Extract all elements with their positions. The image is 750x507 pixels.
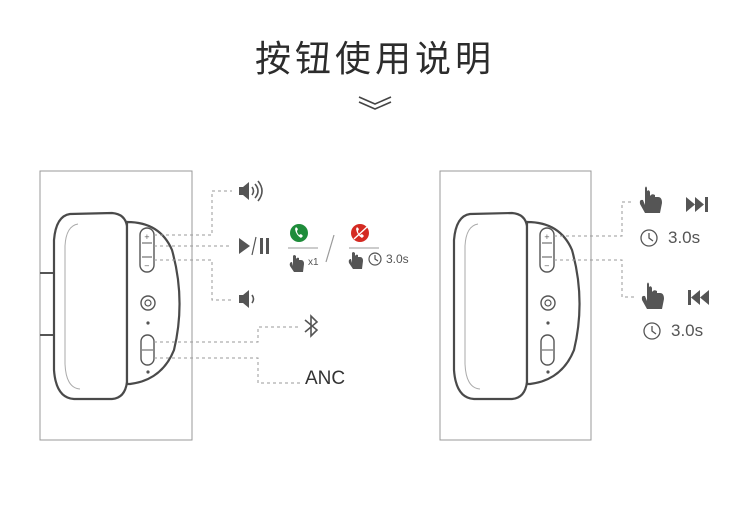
page-title: 按钮使用说明	[254, 39, 495, 80]
right-panel-frame	[439, 170, 592, 441]
hold-time-label: 3.0s	[386, 252, 409, 266]
previous-track-icon	[688, 290, 709, 305]
volume-up-icon	[239, 180, 263, 202]
right-headphone-illustration: + −	[452, 211, 581, 401]
volume-down-icon	[239, 290, 255, 308]
svg-text:−: −	[144, 262, 150, 270]
clock-icon	[643, 322, 661, 340]
left-headphone-illustration: + −	[40, 211, 181, 401]
hangup-call-icon	[349, 224, 379, 249]
svg-text:−: −	[544, 262, 550, 270]
left-leader-lines	[154, 190, 300, 384]
press-count-label: x1	[308, 257, 319, 268]
left-panel-frame	[39, 170, 193, 441]
clock-icon	[640, 229, 658, 247]
separator-slash	[325, 234, 335, 263]
right-leader-lines	[554, 201, 634, 298]
play-pause-icon	[239, 236, 269, 256]
press-hold-hand-icon	[641, 282, 664, 309]
clock-icon	[368, 252, 382, 266]
svg-text:+: +	[544, 233, 550, 241]
prev-hold-time-label: 3.0s	[671, 321, 704, 340]
bluetooth-icon	[304, 314, 319, 338]
next-hold-time-label: 3.0s	[668, 228, 701, 247]
press-hold-hand-icon	[639, 186, 662, 213]
next-track-icon	[686, 197, 708, 212]
chevron-down-icon	[358, 96, 392, 110]
svg-text:+: +	[144, 233, 150, 241]
anc-label: ANC	[305, 368, 346, 389]
tap-hand-icon	[348, 252, 363, 269]
tap-hand-icon	[289, 255, 304, 272]
answer-call-icon	[288, 224, 318, 249]
